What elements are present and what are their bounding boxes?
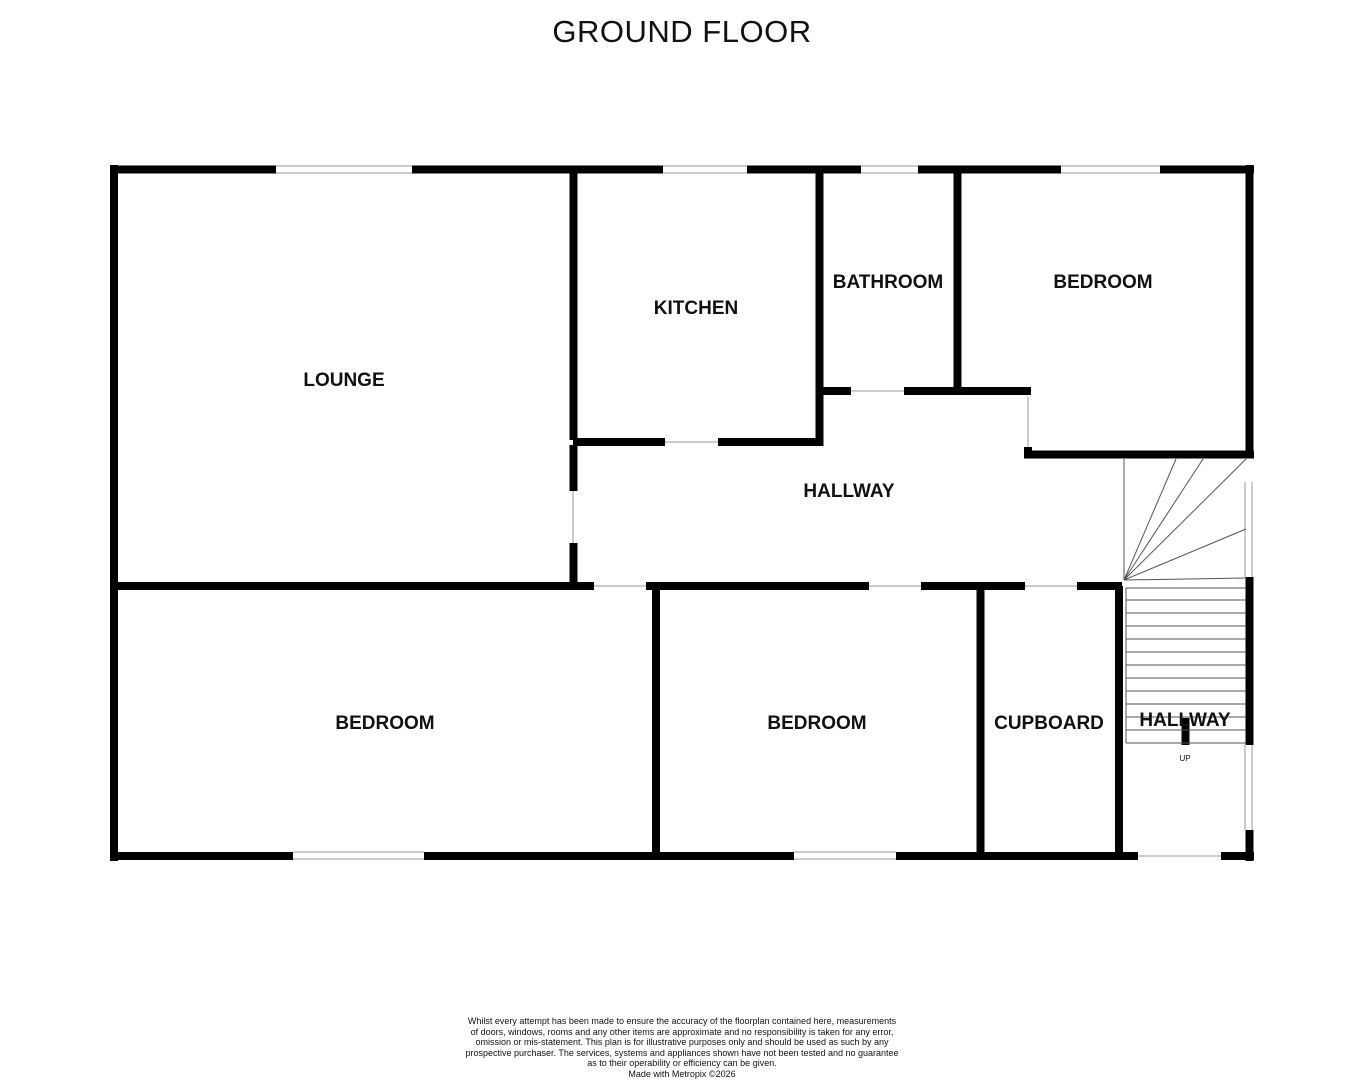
disclaimer-line: of doors, windows, rooms and any other i…	[470, 1026, 894, 1037]
room-label-kitchen: KITCHEN	[654, 298, 738, 319]
room-label-hallway-main: HALLWAY	[803, 481, 894, 502]
room-label-bathroom: BATHROOM	[833, 272, 943, 293]
room-label-bedroom-top: BEDROOM	[1053, 272, 1152, 293]
window-bedroom-left-bottom	[293, 851, 424, 860]
room-label-cupboard: CUPBOARD	[994, 713, 1104, 734]
credit-line: Made with Metropix ©2026	[628, 1068, 736, 1079]
stairs-up-label: UP	[1179, 754, 1190, 763]
disclaimer-line: Whilst every attempt has been made to en…	[467, 1016, 897, 1026]
window-lounge-top	[276, 165, 412, 174]
room-label-hallway-entrance: HALLWAY	[1139, 710, 1230, 731]
door-openings	[572, 390, 1221, 857]
window-bedroom-top	[1061, 165, 1160, 174]
disclaimer-line: omission or mis-statement. This plan is …	[475, 1037, 889, 1048]
window-entrance-right	[1244, 745, 1253, 830]
disclaimer-line: prospective purchaser. The services, sys…	[465, 1047, 899, 1058]
staircase	[1123, 458, 1247, 744]
disclaimer-line: as to their operability or efficiency ca…	[587, 1058, 777, 1069]
floor-title: GROUND FLOOR	[552, 14, 812, 49]
walls	[110, 165, 1254, 861]
room-label-bedroom-bottom-mid: BEDROOM	[767, 713, 866, 734]
windows	[276, 165, 1253, 860]
disclaimer: Whilst every attempt has been made to en…	[432, 1016, 932, 1080]
window-bedroom-mid-bottom	[794, 851, 896, 860]
window-bathroom-top	[861, 165, 918, 174]
room-label-bedroom-bottom-left: BEDROOM	[335, 713, 434, 734]
window-kitchen-top	[663, 165, 747, 174]
room-label-lounge: LOUNGE	[303, 370, 384, 391]
